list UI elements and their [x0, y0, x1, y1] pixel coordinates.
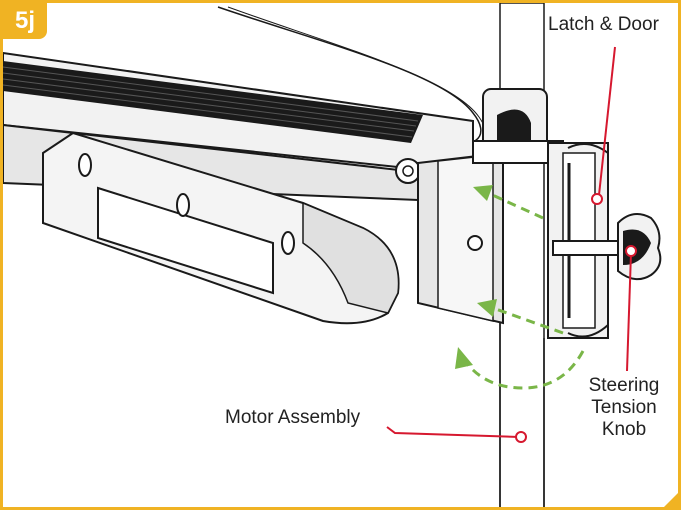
mounting-plate	[417, 151, 504, 325]
motor-mount-illustration	[3, 3, 678, 507]
steering-knob-label-line3: Knob	[601, 419, 647, 440]
callout-dots	[515, 193, 637, 443]
arrowheads	[455, 185, 497, 369]
motor-assembly-label: Motor Assembly	[225, 407, 361, 428]
callout-leaders	[386, 46, 632, 438]
corner-accent	[664, 493, 678, 507]
motor-housing	[42, 131, 400, 325]
latch-door-label: Latch & Door	[548, 14, 659, 35]
motion-arrows	[461, 191, 585, 390]
steering-knob-label-line2: Tension	[591, 397, 657, 418]
steering-knob-label: Steering Tension Knob	[569, 375, 678, 441]
step-badge: 5j	[3, 3, 47, 39]
steering-tension-knob	[552, 213, 662, 281]
steering-knob-label-line1: Steering	[588, 375, 660, 396]
mount-shaft-front	[499, 323, 545, 507]
